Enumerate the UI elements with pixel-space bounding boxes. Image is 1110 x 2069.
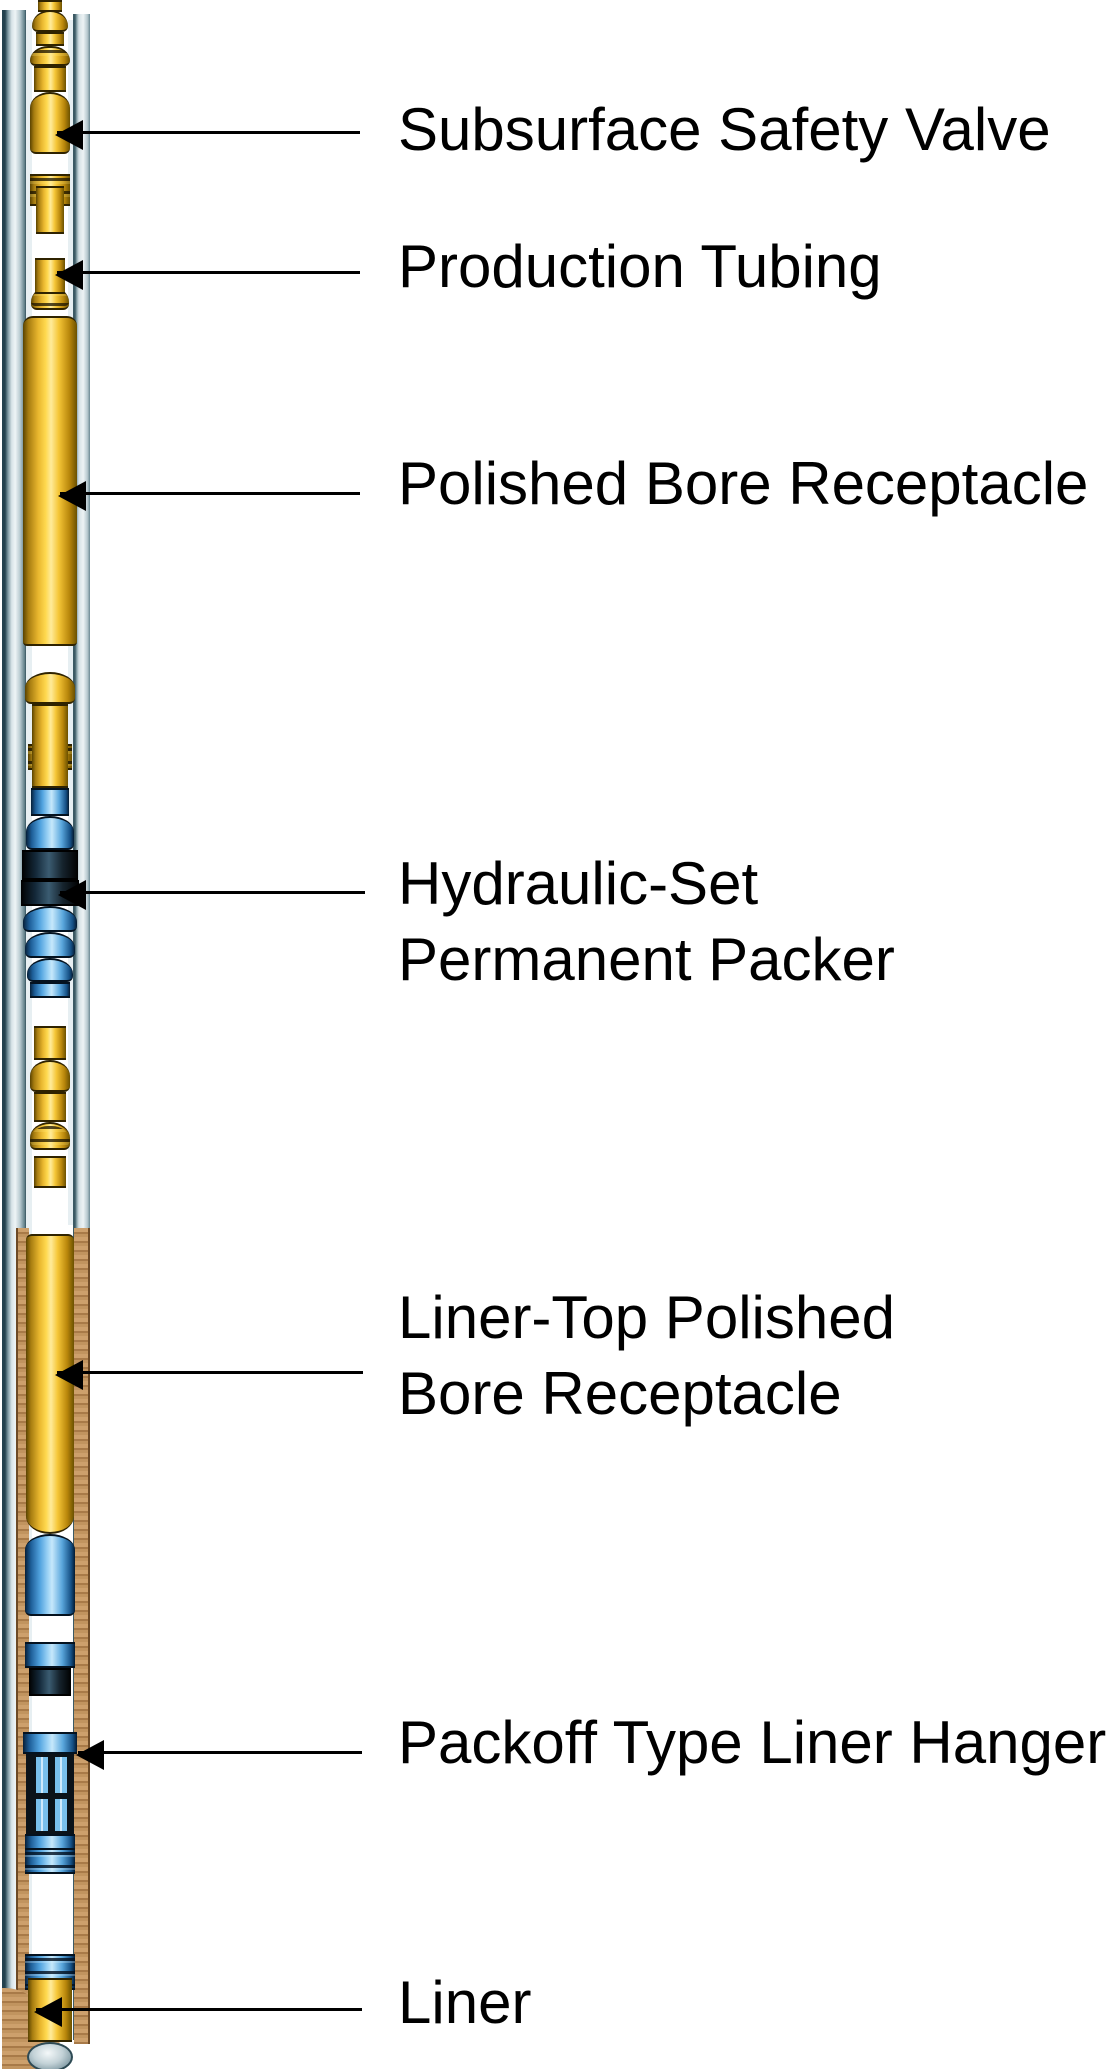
liner-hanger-collar (25, 1848, 75, 1874)
leader-hydraulic-set-permanent-packer (58, 880, 365, 910)
hanger-slips (26, 1754, 74, 1796)
label-subsurface-safety-valve: Subsurface Safety Valve (398, 96, 1051, 163)
tool-joint (34, 66, 66, 92)
packer-body (26, 816, 74, 850)
packer-ridge (23, 906, 77, 932)
hanger-packing-element (29, 1668, 71, 1696)
tool-joint (32, 10, 68, 32)
leader-subsurface-safety-valve (55, 120, 360, 150)
label-polished-bore-receptacle: Polished Bore Receptacle (398, 450, 1089, 517)
leader-polished-bore-receptacle (58, 481, 360, 511)
tubing-neck (34, 1092, 66, 1122)
tubing-neck (34, 1156, 66, 1188)
packer-ridge (25, 932, 75, 958)
tubing-neck (34, 1026, 66, 1060)
hanger-slips (26, 1796, 74, 1834)
packer-element (22, 850, 78, 880)
packer-top-collar (31, 788, 69, 816)
liner-hanger-body (25, 1642, 75, 1668)
liner-hanger-collar (23, 1732, 77, 1754)
tool-joint (30, 46, 70, 66)
packer-ridge (27, 958, 73, 982)
label-hydraulic-set-permanent-packer: Hydraulic-Set Permanent Packer (398, 850, 895, 993)
leader-packoff-type-liner-hanger (76, 1740, 362, 1770)
label-production-tubing: Production Tubing (398, 233, 882, 300)
leader-production-tubing (55, 260, 360, 290)
leader-liner-top-polished-bore-receptacle (55, 1360, 363, 1390)
annulus-left (26, 20, 32, 2030)
label-liner-top-polished-bore-receptacle: Liner-Top Polished Bore Receptacle (398, 1284, 895, 1427)
guide-shoe (27, 2042, 73, 2069)
packer-bottom (30, 982, 70, 998)
leader-liner (34, 1997, 362, 2027)
tool-joint (25, 672, 75, 704)
label-liner: Liner (398, 1969, 532, 2036)
label-packoff-type-liner-hanger: Packoff Type Liner Hanger (398, 1709, 1107, 1776)
liner-wall-right (74, 1228, 90, 2044)
tool-joint (30, 1060, 70, 1092)
tool-joint (36, 32, 64, 46)
tubing-neck (32, 704, 68, 788)
liner-hanger-body (25, 1834, 75, 1850)
tool-joint (30, 1122, 70, 1150)
tubing-neck (36, 186, 64, 234)
liner-hanger-body (25, 1534, 75, 1616)
